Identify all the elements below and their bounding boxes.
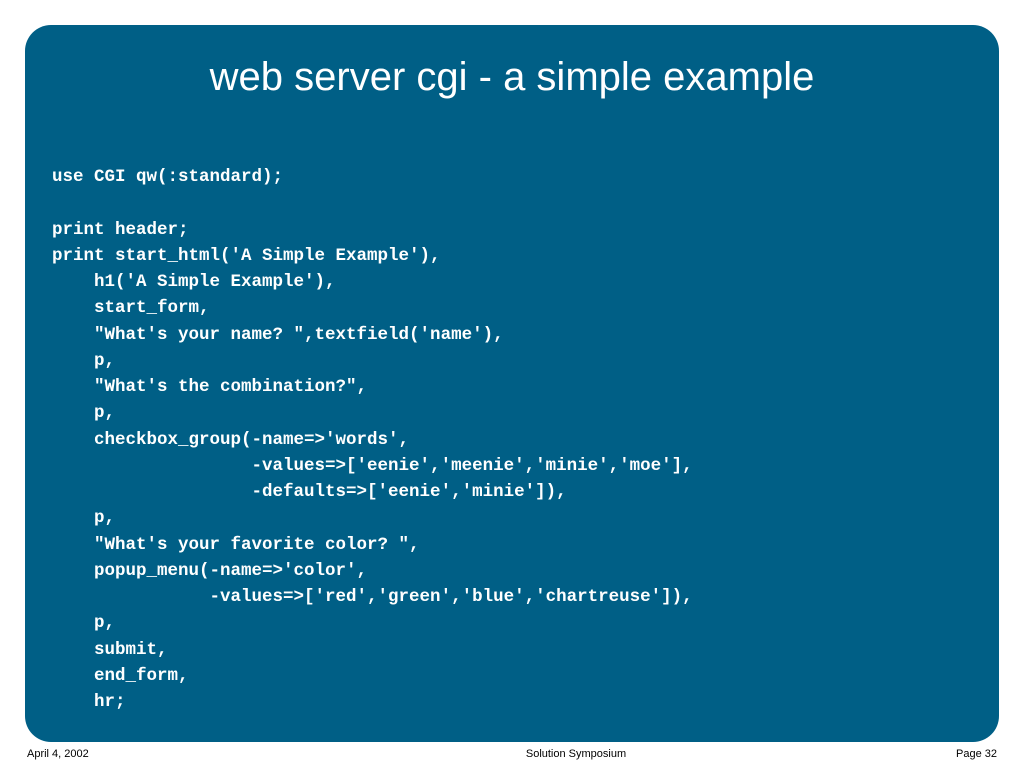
content-panel [25,25,999,742]
code-line [52,190,693,216]
code-line: "What's your favorite color? ", [52,534,420,555]
code-line: popup_menu(-name=>'color', [52,560,368,581]
code-line: h1('A Simple Example'), [52,272,336,292]
footer-event: Solution Symposium [525,748,627,760]
code-line: checkbox_group(-name=>'words', [52,429,410,450]
footer-date: April 4, 2002 [27,748,89,760]
code-line: print start_html('A Simple Example'), [52,245,441,266]
code-line: print header; [52,219,189,240]
footer-page-number: Page 32 [956,748,997,760]
code-line: -values=>['red','green','blue','chartreu… [52,587,693,607]
code-line: use CGI qw(:standard); [52,167,284,187]
code-line: -defaults=>['eenie','minie']), [52,482,567,502]
code-line: end_form, [52,665,189,686]
code-line: p, [52,508,116,529]
code-line: start_form, [52,298,210,319]
slide-title: web server cgi - a simple example [209,55,815,99]
code-block: use CGI qw(:standard); print header; print… [52,164,693,715]
code-line: p, [52,350,116,371]
code-line: "What's the combination?", [52,377,368,397]
code-line: submit, [52,639,168,660]
code-line: hr; [52,692,126,712]
code-line: p, [52,403,116,424]
code-line: "What's your name? ",textfield('name'), [52,324,504,345]
code-line: -values=>['eenie','meenie','minie','moe'… [52,455,693,476]
code-line: p, [52,613,116,634]
